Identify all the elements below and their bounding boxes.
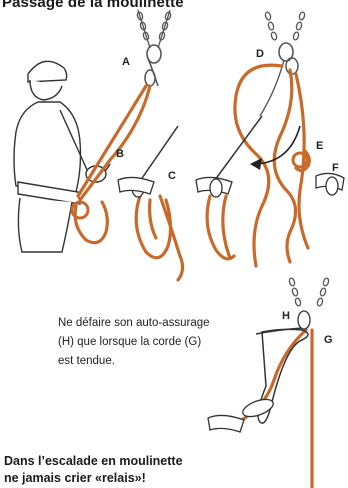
climber-figure (14, 61, 110, 252)
caption-line-3: est tendue. (58, 352, 248, 371)
warning-line-1: Dans l’escalade en moulinette (4, 453, 183, 470)
label-d: D (256, 48, 264, 60)
arrow-head (250, 158, 262, 170)
caption-text: Ne défaire son auto-assurage (H) que lor… (58, 314, 248, 371)
label-g: G (324, 334, 333, 346)
label-e: E (316, 140, 323, 152)
warning-text: Dans l’escalade en moulinette ne jamais … (4, 453, 183, 487)
anchor-chain-left (136, 10, 171, 86)
rope-strands (72, 65, 312, 488)
caption-line-1: Ne défaire son auto-assurage (58, 314, 248, 333)
label-c: C (168, 170, 176, 182)
warning-line-2: ne jamais crier «relais»! (4, 470, 183, 487)
page-title: Passage de la moulinette (2, 0, 184, 11)
caption-line-2: (H) que lorsque la corde (G) (58, 333, 248, 352)
label-b: B (116, 148, 124, 160)
label-f: F (332, 162, 339, 174)
label-a: A (122, 56, 130, 68)
anchor-chain-lower (288, 277, 329, 306)
label-h: H (282, 310, 290, 322)
